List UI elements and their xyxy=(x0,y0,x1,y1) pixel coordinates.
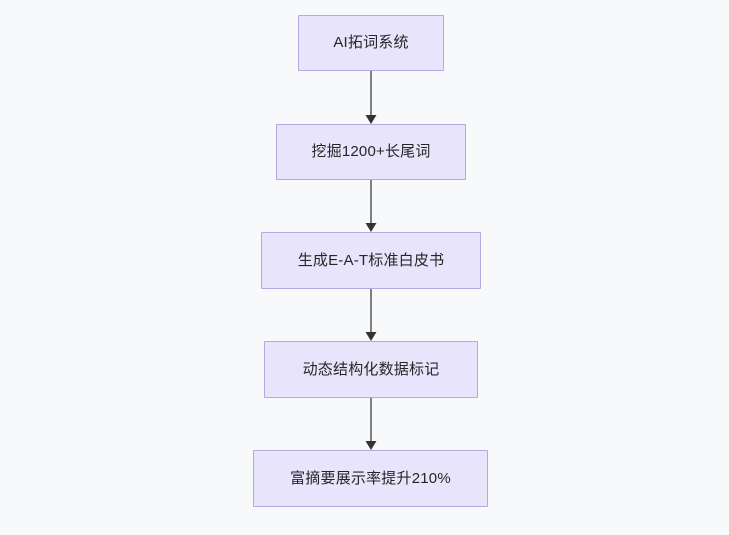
flow-node-label: 生成E-A-T标准白皮书 xyxy=(297,251,445,269)
down-arrow-icon xyxy=(365,441,377,450)
flow-node-label: 富摘要展示率提升210% xyxy=(290,469,451,487)
flow-node-label: 动态结构化数据标记 xyxy=(302,360,440,378)
down-arrow-icon xyxy=(365,223,377,232)
flow-node-label: AI拓词系统 xyxy=(333,34,409,51)
flow-node-mine-longtail-keywords[interactable]: 挖掘1200+长尾词 xyxy=(276,124,466,180)
down-arrow-icon xyxy=(365,115,377,124)
flow-node-label: 挖掘1200+长尾词 xyxy=(311,143,431,160)
flow-node-rich-snippet-impression-uplift[interactable]: 富摘要展示率提升210% xyxy=(253,450,488,507)
flow-node-ai-keyword-system[interactable]: AI拓词系统 xyxy=(298,15,444,71)
flow-node-dynamic-structured-data-markup[interactable]: 动态结构化数据标记 xyxy=(264,341,478,398)
flow-node-generate-eat-whitepaper[interactable]: 生成E-A-T标准白皮书 xyxy=(261,232,481,289)
down-arrow-icon xyxy=(365,332,377,341)
